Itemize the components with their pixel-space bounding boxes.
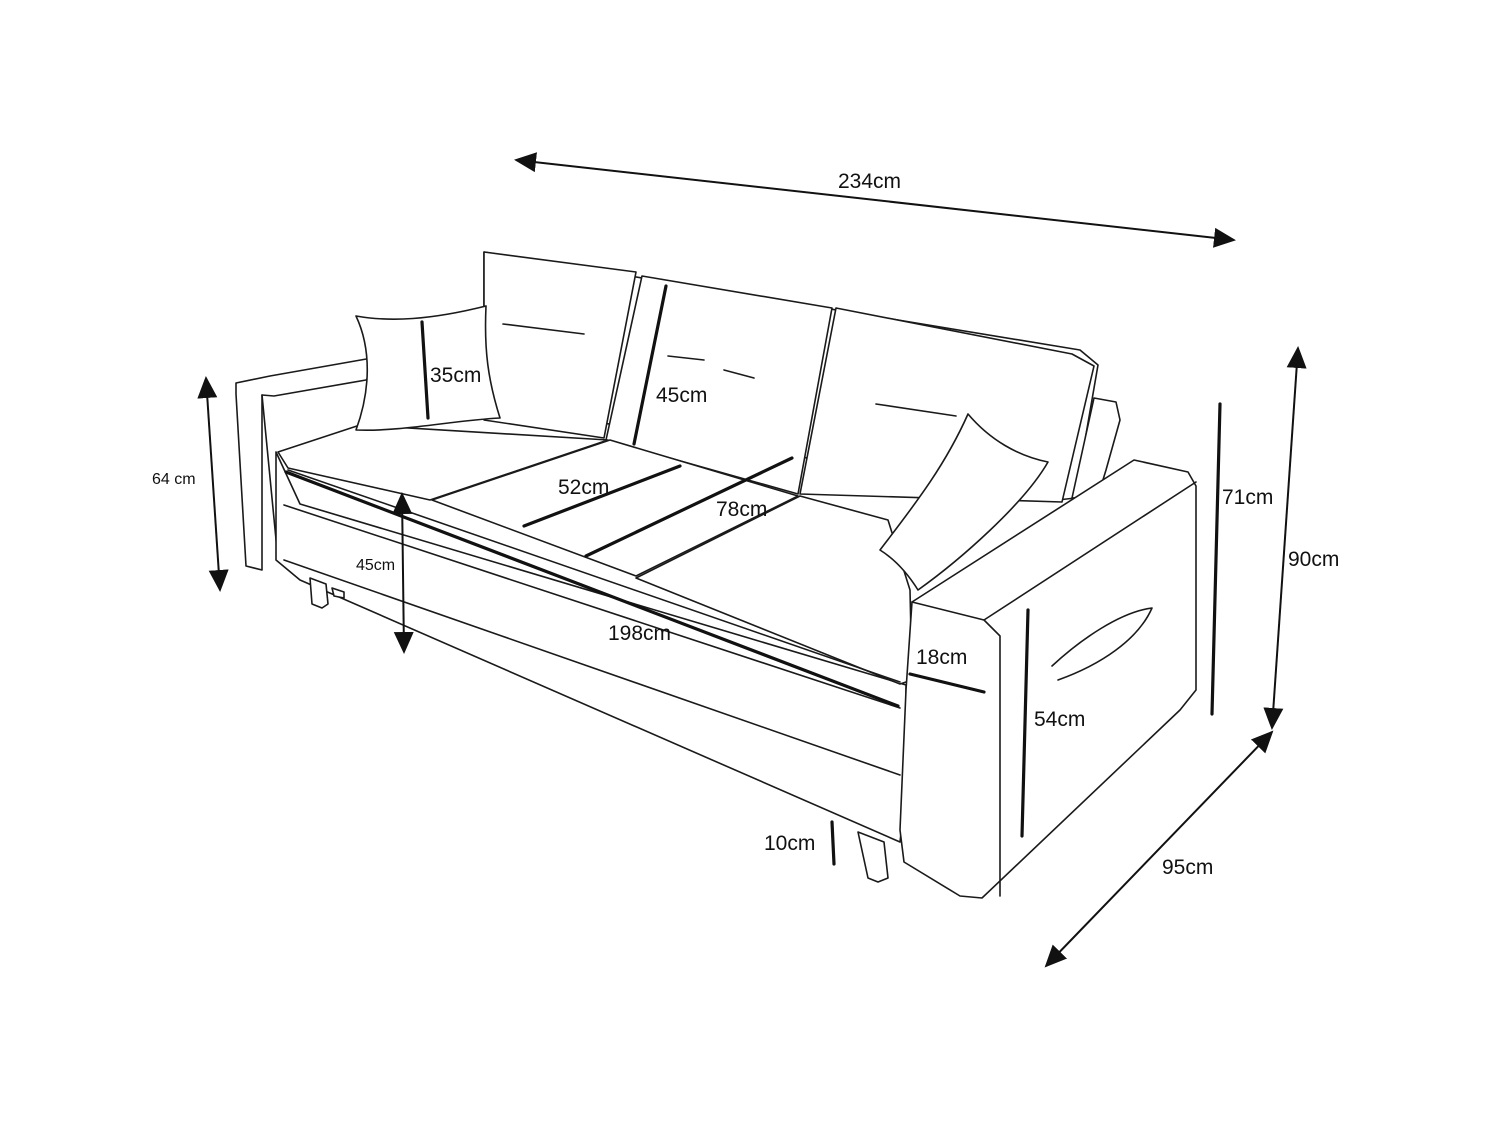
- label-arm-length: 54cm: [1034, 708, 1085, 731]
- dim-line-seat-depth: [522, 464, 682, 528]
- label-overall-width: 234cm: [838, 170, 901, 193]
- seat-cushion-middle: [431, 439, 799, 577]
- pillow-left: [355, 305, 501, 432]
- label-overall-height: 90cm: [1288, 548, 1339, 571]
- right-back-side: [1071, 397, 1121, 499]
- dim-line-arm-length: [1020, 608, 1030, 838]
- dim-line-seat-width: [284, 470, 900, 708]
- leg-front-right: [857, 831, 889, 883]
- sofa-outline: [235, 251, 1197, 899]
- leg-back-left: [309, 577, 329, 609]
- left-arm: [235, 357, 381, 571]
- label-sleeping-depth: 78cm: [716, 498, 767, 521]
- dim-line-depth: [1044, 730, 1274, 968]
- dimension-lines: [197, 152, 1307, 968]
- dim-line-pillow: [420, 320, 430, 420]
- dim-line-leg-height: [830, 820, 836, 866]
- leg-front-left: [331, 587, 345, 599]
- dim-line-overall-height: [1263, 346, 1307, 730]
- dimension-labels: 234cm 90cm 95cm 71cm 64 cm 45cm 198cm 52…: [152, 170, 1339, 879]
- label-seat-height: 45cm: [356, 557, 395, 574]
- label-pillow-size: 35cm: [430, 364, 481, 387]
- dim-line-arm-height: [197, 376, 229, 592]
- label-leg-height: 10cm: [764, 832, 815, 855]
- dim-line-arm-width: [908, 672, 986, 694]
- label-seat-depth: 52cm: [558, 476, 609, 499]
- label-arm-height: 64 cm: [152, 471, 196, 488]
- label-depth: 95cm: [1162, 856, 1213, 879]
- label-back-height: 71cm: [1222, 486, 1273, 509]
- dim-line-overall-width: [514, 152, 1236, 248]
- label-backrest-height: 45cm: [656, 384, 707, 407]
- label-seat-width: 198cm: [608, 622, 671, 645]
- dim-line-back-height: [1210, 402, 1222, 716]
- label-arm-width: 18cm: [916, 646, 967, 669]
- pillow-right: [879, 413, 1049, 591]
- back-cushion-middle: [605, 275, 833, 495]
- dim-line-seat-height: [392, 492, 414, 654]
- dim-line-backrest: [632, 284, 668, 446]
- dim-line-sleeping-depth: [584, 456, 794, 558]
- seat-cushion-right: [635, 495, 913, 685]
